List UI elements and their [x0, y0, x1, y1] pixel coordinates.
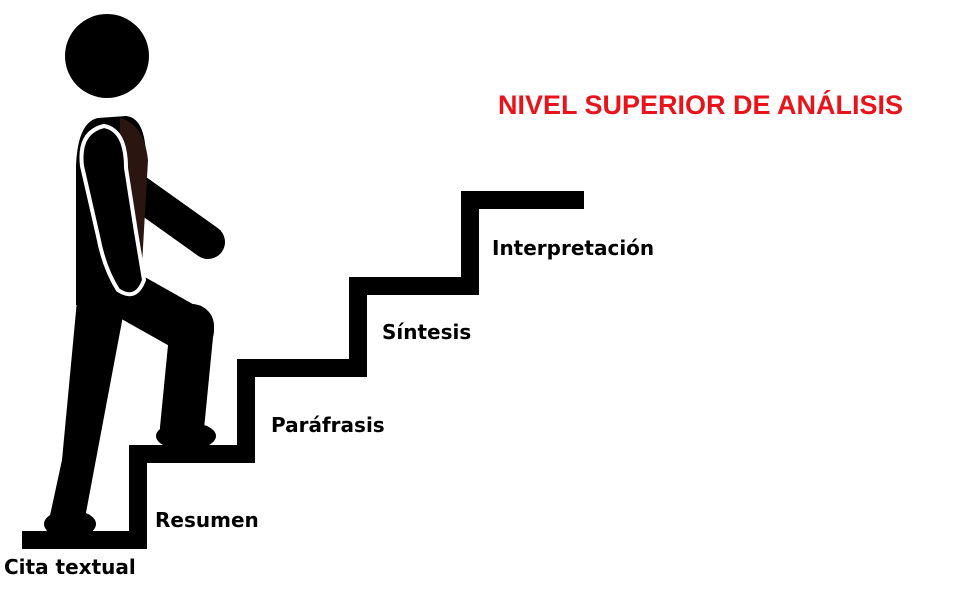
person-back-arm — [118, 173, 225, 259]
step-label-parafrasis: Paráfrasis — [271, 413, 385, 437]
person-head — [65, 14, 149, 98]
person-back-leg — [46, 290, 126, 534]
staircase — [22, 191, 584, 549]
walking-person-icon — [44, 14, 225, 538]
person-front-arm — [79, 124, 146, 297]
step-label-interpretacion: Interpretación — [492, 236, 655, 260]
person-front-foot — [156, 422, 216, 450]
step-label-cita-textual: Cita textual — [4, 555, 136, 579]
step-label-resumen: Resumen — [155, 508, 259, 532]
person-back-foot — [44, 510, 96, 538]
step-label-sintesis: Síntesis — [382, 320, 472, 344]
diagram-title: NIVEL SUPERIOR DE ANÁLISIS — [498, 90, 904, 120]
person-front-shin — [160, 304, 214, 450]
